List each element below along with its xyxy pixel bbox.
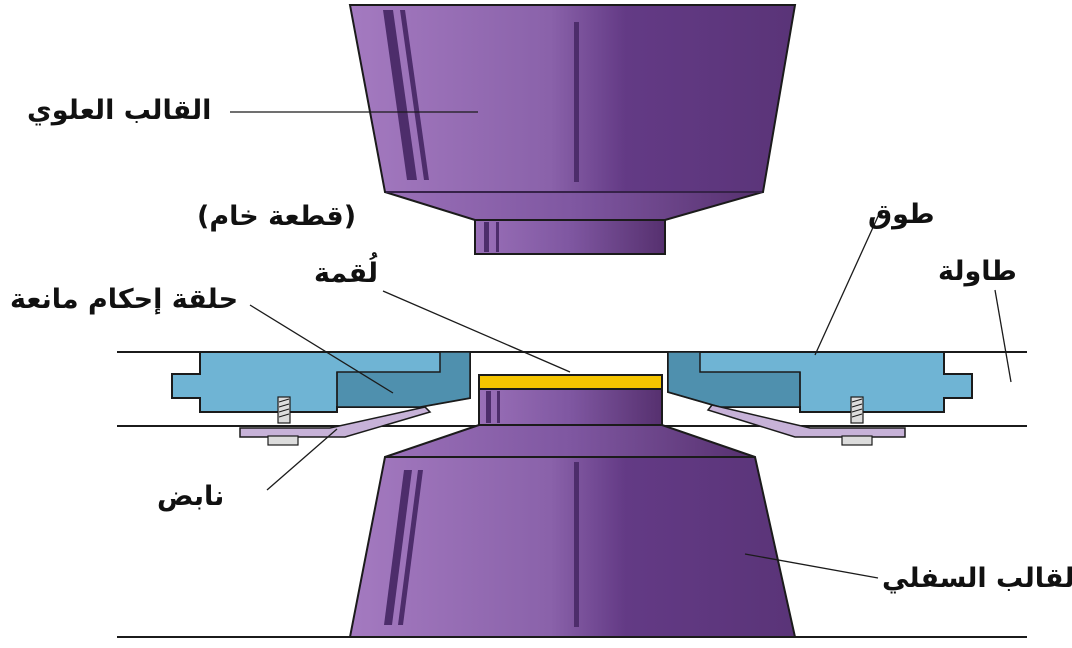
label-table: طاولة (938, 256, 1017, 287)
leader-lower-die (744, 553, 879, 579)
label-blank: (قطعة خام) (197, 201, 357, 232)
right-spring (706, 404, 906, 446)
leader-table (994, 289, 1012, 383)
label-lower-die: القالب السفلي (882, 563, 1072, 594)
label-upper-die: القالب العلوي (27, 95, 212, 126)
upper-die (348, 4, 797, 255)
slug-bar (478, 374, 663, 390)
label-collar: طوق (868, 199, 935, 230)
lower-die (348, 388, 797, 638)
leader-retaining-ring (249, 304, 394, 394)
leader-lines (230, 111, 1012, 579)
leader-spring (266, 428, 338, 491)
label-retaining-ring: حلقة إحكام مانعة (10, 284, 239, 315)
label-spring: نابض (157, 481, 225, 512)
right-collar (667, 351, 973, 424)
left-spring (239, 406, 432, 446)
leader-slug (382, 290, 571, 373)
label-slug: لُقمة (314, 258, 379, 289)
left-collar (171, 351, 471, 424)
leader-collar (814, 211, 881, 356)
